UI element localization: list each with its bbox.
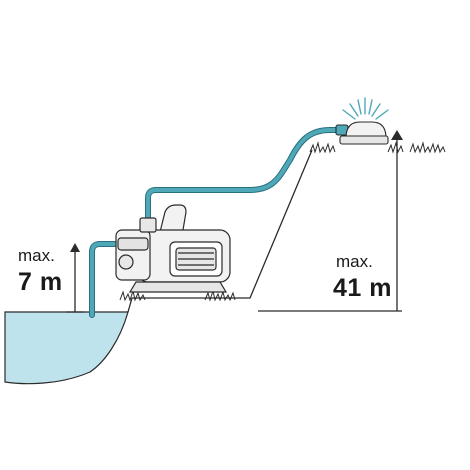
suction-hose-fill bbox=[90, 242, 120, 317]
sprinkler-icon bbox=[335, 121, 389, 145]
suction-height-prefix: max. bbox=[18, 246, 55, 265]
water-reservoir bbox=[4, 311, 129, 385]
up-arrow-icon bbox=[391, 130, 403, 140]
suction-hose bbox=[89, 241, 121, 318]
embankment-slope bbox=[127, 149, 313, 313]
delivery-height-prefix: max. bbox=[336, 252, 373, 271]
suction-height-value: 7 m bbox=[18, 268, 63, 296]
delivery-height-arrow bbox=[258, 130, 403, 312]
sprinkler-spray bbox=[342, 97, 389, 120]
delivery-hose-fill bbox=[146, 128, 340, 224]
grass-top bbox=[309, 141, 446, 154]
suction-height-arrow bbox=[66, 243, 84, 313]
delivery-height-value: 41 m bbox=[333, 274, 392, 302]
up-arrow-icon bbox=[70, 243, 80, 252]
garden-pump-icon bbox=[115, 204, 231, 293]
